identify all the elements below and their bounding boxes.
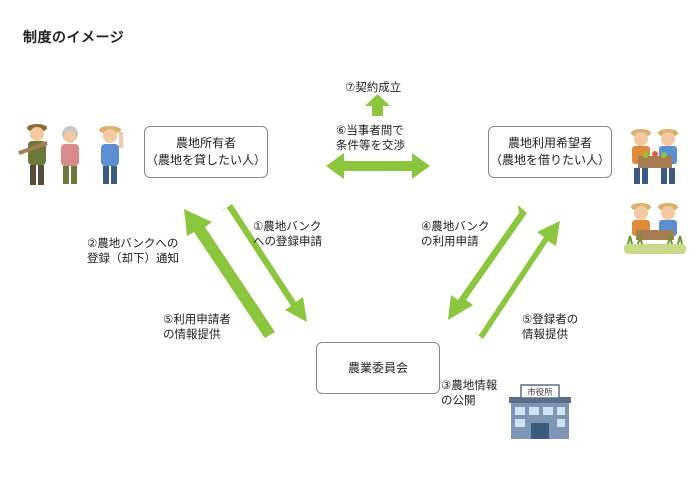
diagram-title: 制度のイメージ bbox=[23, 30, 125, 46]
arrow-committee-to-hope bbox=[474, 221, 560, 339]
farmers-harvest-illustration bbox=[624, 203, 686, 254]
step-3-label: ③農地情報 の公開 bbox=[441, 378, 498, 407]
land-user-farmers-illustration bbox=[631, 129, 678, 184]
step-6-label: ⑥当事者間で 条件等を交渉 bbox=[336, 123, 405, 152]
city-office-sign: 市役所 bbox=[527, 387, 553, 398]
city-office-building-illustration: 市役所 bbox=[509, 384, 571, 439]
arrow-negotiate-double bbox=[326, 153, 430, 179]
landowner-title: 農地所有者 bbox=[175, 136, 236, 150]
step-5a-label: ⑤利用申請者 の情報提供 bbox=[163, 312, 231, 341]
step-2-label: ②農地バンクへの 登録（却下）通知 bbox=[87, 236, 179, 265]
agriculture-committee-box: 農業委員会 bbox=[316, 342, 440, 394]
arrow-contract-up bbox=[365, 94, 390, 116]
arrow-owner-to-committee bbox=[220, 204, 307, 322]
step-7-label: ⑦契約成立 bbox=[345, 80, 402, 94]
elderly-farmer-woman-icon bbox=[61, 126, 79, 184]
land-user-box: 農地利用希望者 （農地を借りたい人） bbox=[488, 126, 612, 178]
land-user-title: 農地利用希望者 bbox=[507, 136, 592, 150]
landowner-box: 農地所有者 （農地を貸したい人） bbox=[144, 126, 268, 178]
arrow-hope-to-committee bbox=[448, 205, 527, 320]
step-1-label: ①農地バンク への登録申請 bbox=[253, 219, 322, 248]
landowner-subtitle: （農地を貸したい人） bbox=[145, 153, 266, 167]
step-5b-label: ⑤登録者の 情報提供 bbox=[522, 312, 579, 341]
farmer-waving-icon bbox=[99, 126, 123, 184]
committee-title: 農業委員会 bbox=[347, 360, 408, 375]
arrow-committee-to-owner bbox=[184, 209, 275, 338]
landowner-farmers-illustration bbox=[18, 124, 123, 185]
elderly-farmer-man-icon bbox=[18, 124, 48, 185]
land-user-subtitle: （農地を借りたい人） bbox=[489, 153, 610, 167]
step-4-label: ④農地バンク の利用申請 bbox=[421, 219, 490, 248]
